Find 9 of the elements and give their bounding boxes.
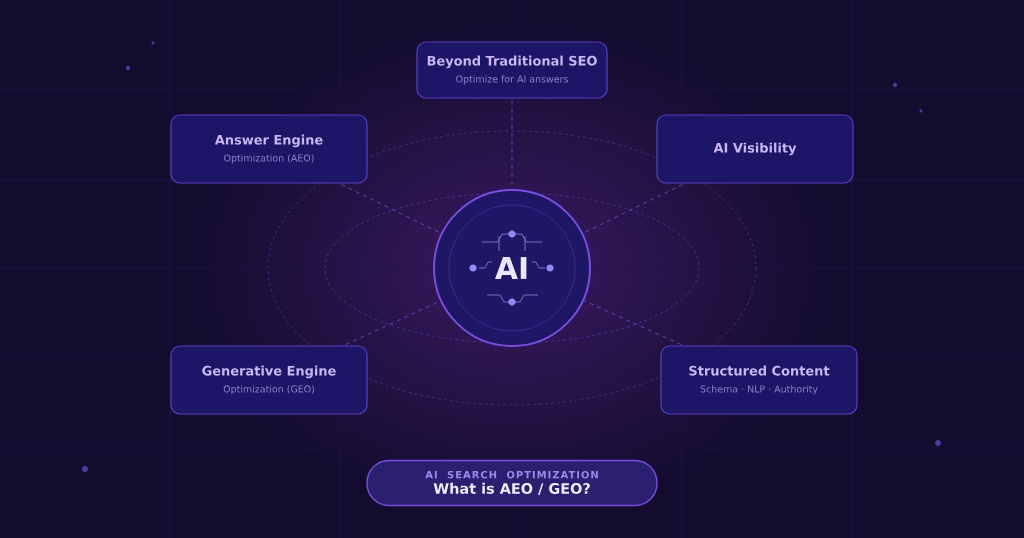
info-card: Structured Content Schema · NLP · Authority <box>660 345 858 415</box>
info-card: Beyond Traditional SEO Optimize for AI answers <box>416 41 608 99</box>
connector <box>582 184 684 234</box>
heading-pill: AI SEARCH OPTIMIZATION What is AEO / GEO? <box>366 459 658 507</box>
info-card: AI Visibility <box>656 114 854 184</box>
connector <box>583 300 682 345</box>
info-card: Answer Engine Optimization (AEO) <box>170 114 368 184</box>
info-card: Generative Engine Optimization (GEO) <box>170 345 368 415</box>
connector <box>340 184 442 234</box>
